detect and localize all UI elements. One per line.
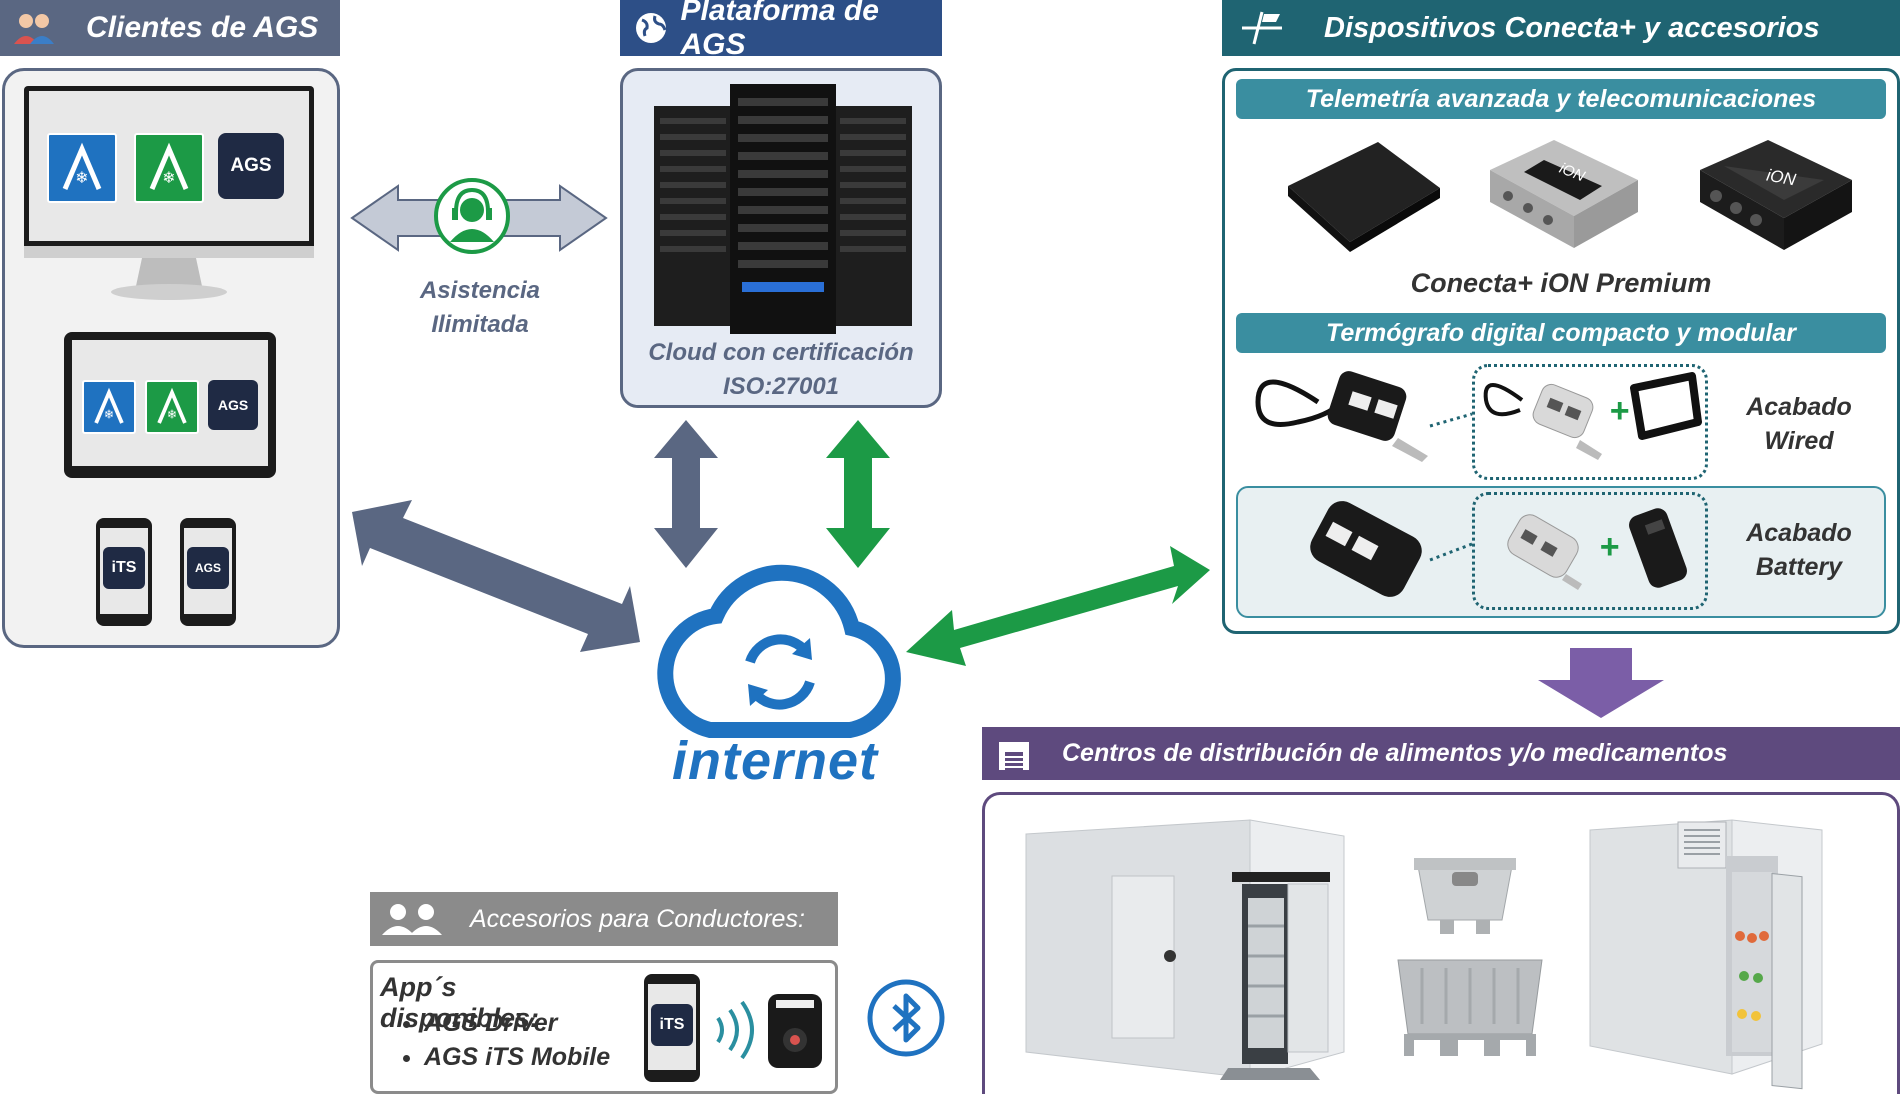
headset-support-icon xyxy=(434,178,510,254)
apps-heading: App´s disponibles: xyxy=(380,972,540,1033)
battery-module-image xyxy=(1507,514,1582,590)
battery-line1: Acabado xyxy=(1746,519,1852,547)
ags-blue-app-icon-tablet: ❄ xyxy=(82,380,136,434)
distribution-title: Centros de distribución de alimentos y/o… xyxy=(1062,739,1728,767)
drivers-users-icon xyxy=(380,897,444,941)
cold-room-left-image xyxy=(1025,819,1345,1080)
ags-dark-app-icon-tablet: AGS xyxy=(208,380,258,430)
plus-icon-battery: + xyxy=(1599,528,1619,566)
wired-line2: Wired xyxy=(1764,427,1834,455)
internet-label: internet xyxy=(671,731,879,791)
svg-text:❄: ❄ xyxy=(162,170,175,187)
assistance-line2: Ilimitada xyxy=(431,311,529,338)
app-item-driver: AGS Driver xyxy=(424,1006,610,1040)
plus-icon-wired: + xyxy=(1609,392,1629,430)
ion-device-black-image xyxy=(1700,140,1852,250)
drivers-panel xyxy=(370,960,838,1094)
wired-bracket-image xyxy=(1630,372,1702,440)
ion-device-silver-image xyxy=(1490,140,1638,248)
platform-internet-arrow-slate xyxy=(654,420,718,568)
cloud-sync-icon xyxy=(657,564,901,738)
insulated-box-image xyxy=(1414,858,1516,934)
wired-modular-group xyxy=(1472,364,1708,480)
battery-modular-group xyxy=(1472,492,1708,610)
driver-its-app-icon: iTS xyxy=(651,1004,693,1046)
distribution-header: Centros de distribución de alimentos y/o… xyxy=(982,727,1900,780)
portable-printer-image xyxy=(768,994,822,1068)
clients-title: Clientes de AGS xyxy=(86,11,319,44)
svg-text:❄: ❄ xyxy=(104,407,114,421)
brand-logo-icon xyxy=(1240,6,1284,50)
ags-green-app-icon-tablet: ❄ xyxy=(145,380,199,434)
assistance-line1: Asistencia xyxy=(419,277,541,304)
platform-internet-arrow-green xyxy=(826,420,890,568)
wireless-signal-icon xyxy=(716,1000,754,1060)
black-gateway-device-image xyxy=(1288,142,1440,252)
its-app-icon: iTS xyxy=(103,547,145,589)
devices-title: Dispositivos Conecta+ y accesorios xyxy=(1324,11,1820,44)
ags-app-label: AGS xyxy=(230,155,272,176)
dotted-connector-wired xyxy=(1429,412,1473,428)
platform-title: Plataforma de AGS xyxy=(680,0,879,61)
devices-header: Dispositivos Conecta+ y accesorios xyxy=(1222,0,1900,56)
dotted-connector-battery xyxy=(1429,542,1473,562)
drivers-title: Accesorios para Conductores: xyxy=(470,904,805,933)
svg-text:❄: ❄ xyxy=(75,170,88,187)
wired-line1: Acabado xyxy=(1746,393,1852,421)
assistance-label: Asistencia Ilimitada xyxy=(380,274,580,342)
clients-header: Clientes de AGS xyxy=(0,0,340,56)
thermo-header: Termógrafo digital compacto y modular xyxy=(1236,313,1886,353)
svg-text:❄: ❄ xyxy=(167,407,177,421)
telemetry-header: Telemetría avanzada y telecomunicaciones xyxy=(1236,79,1886,119)
its-app-label: iTS xyxy=(111,559,137,576)
platform-caption-line1: Cloud con certificación xyxy=(648,339,914,366)
clients-internet-arrow xyxy=(352,500,640,652)
platform-caption: Cloud con certificación ISO:27001 xyxy=(620,336,942,404)
app-item-its-mobile: AGS iTS Mobile xyxy=(424,1040,610,1074)
ags-app-label-phone: AGS xyxy=(194,561,221,575)
internet-devices-arrow xyxy=(906,546,1210,666)
cold-room-right-image xyxy=(1589,819,1823,1090)
pallet-bin-image xyxy=(1397,959,1543,1056)
globe-icon xyxy=(630,6,673,50)
platform-header: Plataforma de AGS xyxy=(620,0,942,61)
devices-distribution-arrow xyxy=(1538,648,1664,718)
drivers-header: Accesorios para Conductores: xyxy=(370,892,838,946)
ags-app-label-tablet: AGS xyxy=(217,397,249,413)
ags-dark-app-icon: AGS xyxy=(218,133,284,199)
product-name: Conecta+ iON Premium xyxy=(1410,268,1712,298)
bluetooth-icon xyxy=(867,979,945,1057)
apps-list: AGS Driver AGS iTS Mobile xyxy=(390,1006,610,1074)
battery-finish-label: Acabado Battery xyxy=(1714,516,1884,584)
ags-app-icon-phone: AGS xyxy=(187,547,229,589)
warehouse-icon xyxy=(992,732,1036,776)
users-icon xyxy=(12,6,56,50)
battery-pack-image xyxy=(1629,508,1687,588)
platform-caption-line2: ISO:27001 xyxy=(722,373,840,400)
wired-module-image xyxy=(1483,383,1602,460)
battery-line2: Battery xyxy=(1755,553,1843,581)
wired-thermograph-image xyxy=(1255,371,1428,462)
ags-green-app-icon: ❄ xyxy=(134,133,204,203)
ags-blue-app-icon: ❄ xyxy=(47,133,117,203)
driver-its-app-label: iTS xyxy=(659,1016,685,1033)
server-racks-image xyxy=(654,84,912,334)
battery-thermograph-image xyxy=(1310,501,1422,597)
wired-finish-label: Acabado Wired xyxy=(1714,390,1884,458)
